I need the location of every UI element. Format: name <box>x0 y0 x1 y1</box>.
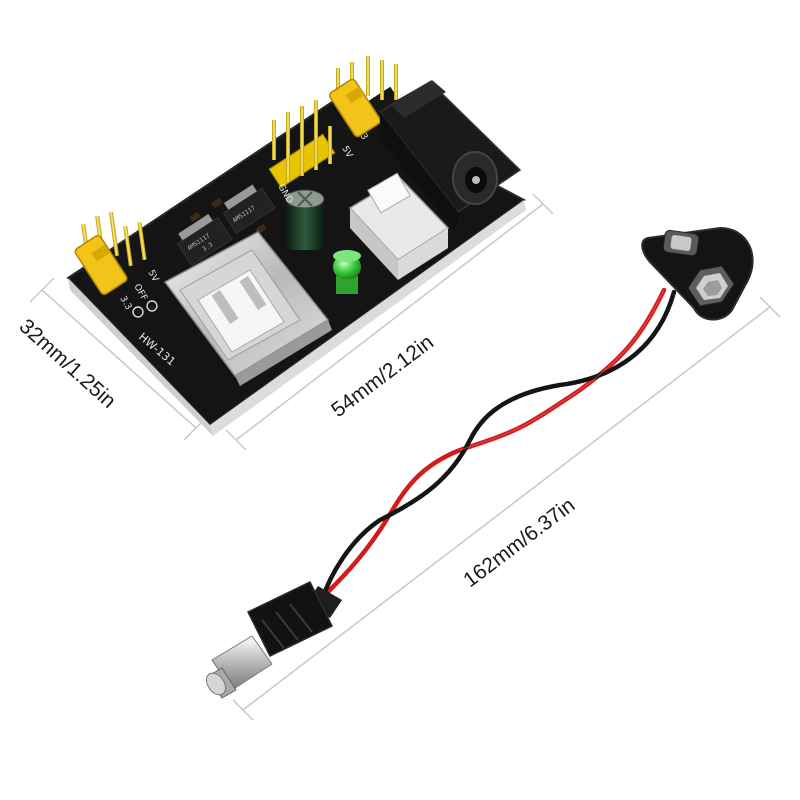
regulator-b: AMS1117 <box>222 184 276 234</box>
power-switch[interactable] <box>348 172 450 280</box>
cable-length-label: 162mm/6.37in <box>459 494 579 592</box>
board-height-label: 32mm/1.25in <box>15 315 121 413</box>
black-wire <box>319 289 677 603</box>
middle-header <box>268 100 336 189</box>
left-header <box>74 211 151 296</box>
usb-port[interactable] <box>163 231 332 386</box>
switch-button[interactable] <box>367 172 411 214</box>
battery-cable <box>203 226 754 699</box>
power-module-board: 5V OFF 3.3 HW-131 AMS1117 3.3 AMS1117 <box>66 56 526 436</box>
dc-plug[interactable] <box>203 581 342 699</box>
left-jumper[interactable] <box>74 234 129 296</box>
power-led <box>333 250 361 294</box>
top-jumper[interactable] <box>328 78 381 138</box>
battery-snap[interactable] <box>641 226 754 321</box>
regulator-a: AMS1117 3.3 <box>176 213 233 267</box>
capacitor <box>285 189 325 250</box>
dc-jack[interactable] <box>378 80 522 232</box>
dimension-lines <box>29 193 781 721</box>
board-width-label: 54mm/2.12in <box>327 331 438 422</box>
top-header <box>328 56 403 144</box>
regulator-a-sub: 3.3 <box>201 241 214 253</box>
